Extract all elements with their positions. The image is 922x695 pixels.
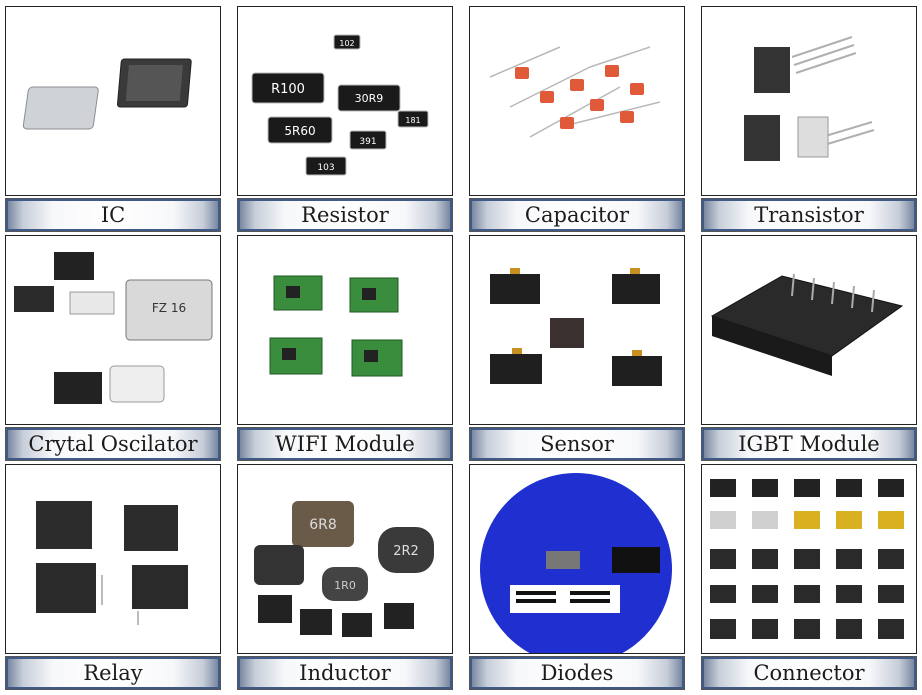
- tile-connector[interactable]: Connector: [701, 464, 917, 693]
- transistor-photo: [701, 6, 917, 196]
- crystal-oscillator-photo: FZ 16: [5, 235, 221, 425]
- tile-diodes[interactable]: Diodes: [469, 464, 685, 693]
- inductor-photo: 6R8 2R2 1R0: [237, 464, 453, 654]
- connector-photo: [701, 464, 917, 654]
- tile-resistor[interactable]: R100 30R9 5R60 103 391 181 102 Resistor: [237, 6, 453, 235]
- oscillator-marking: FZ 16: [152, 301, 186, 315]
- resistor-marking: 103: [317, 163, 334, 173]
- tile-igbt-module[interactable]: IGBT Module: [701, 235, 917, 464]
- relay-label: Relay: [5, 656, 221, 690]
- tile-capacitor[interactable]: Capacitor: [469, 6, 685, 235]
- connector-label: Connector: [701, 656, 917, 690]
- inductor-marking: 6R8: [309, 517, 337, 533]
- tile-transistor[interactable]: Transistor: [701, 6, 917, 235]
- tile-crystal-oscillator[interactable]: FZ 16 Crytal Oscilator: [5, 235, 221, 464]
- diodes-label: Diodes: [469, 656, 685, 690]
- sensor-label: Sensor: [469, 427, 685, 461]
- tile-wifi-module[interactable]: WIFI Module: [237, 235, 453, 464]
- resistor-marking: 181: [405, 116, 420, 125]
- tile-inductor[interactable]: 6R8 2R2 1R0 Inductor: [237, 464, 453, 693]
- tile-relay[interactable]: Relay: [5, 464, 221, 693]
- wifi-module-photo: [237, 235, 453, 425]
- sensor-photo: [469, 235, 685, 425]
- capacitor-label: Capacitor: [469, 198, 685, 232]
- resistor-marking: 391: [359, 137, 376, 147]
- wifi-module-label: WIFI Module: [237, 427, 453, 461]
- crystal-oscillator-label: Crytal Oscilator: [5, 427, 221, 461]
- resistor-label: Resistor: [237, 198, 453, 232]
- resistor-marking: 30R9: [355, 92, 384, 105]
- ic-photo: [5, 6, 221, 196]
- igbt-module-photo: [701, 235, 917, 425]
- relay-photo: [5, 464, 221, 654]
- resistor-marking: 102: [339, 39, 354, 48]
- igbt-module-label: IGBT Module: [701, 427, 917, 461]
- inductor-marking: 2R2: [393, 544, 419, 559]
- inductor-marking: 1R0: [334, 579, 356, 592]
- tile-sensor[interactable]: Sensor: [469, 235, 685, 464]
- resistor-photo: R100 30R9 5R60 103 391 181 102: [237, 6, 453, 196]
- diodes-photo: [469, 464, 685, 654]
- tile-ic[interactable]: IC: [5, 6, 221, 235]
- transistor-label: Transistor: [701, 198, 917, 232]
- inductor-label: Inductor: [237, 656, 453, 690]
- resistor-marking: R100: [271, 82, 305, 97]
- ic-label: IC: [5, 198, 221, 232]
- resistor-marking: 5R60: [284, 124, 315, 138]
- capacitor-photo: [469, 6, 685, 196]
